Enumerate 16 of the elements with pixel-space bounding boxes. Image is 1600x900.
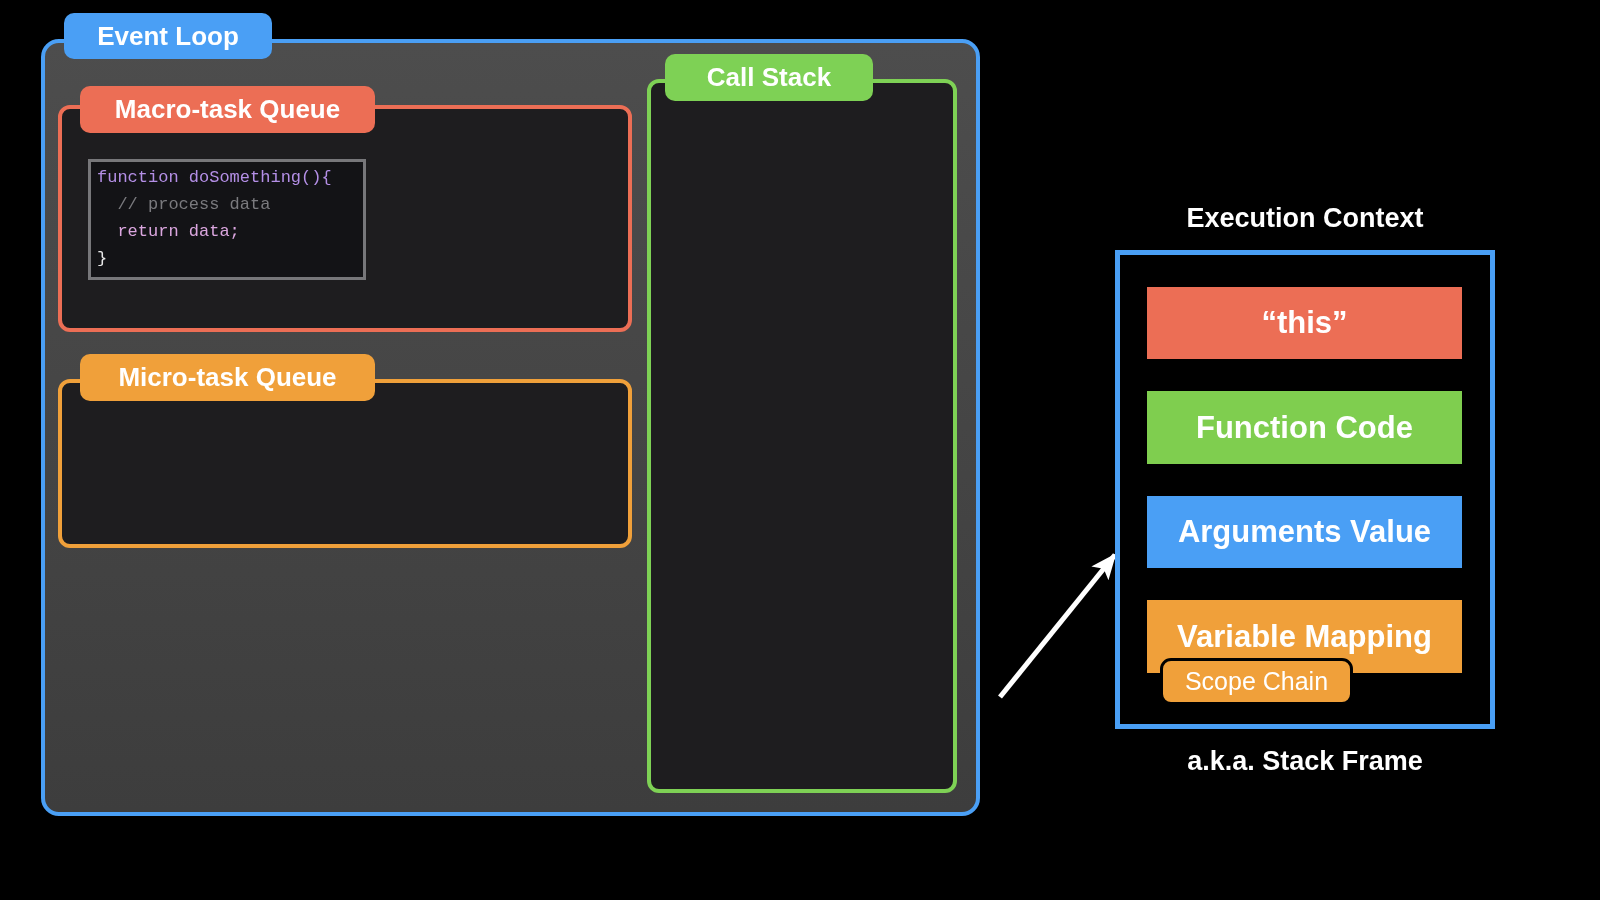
code-block — [88, 159, 366, 280]
arrow — [998, 553, 1117, 699]
code-line: // process data — [117, 194, 271, 216]
title-tab: Call Stack — [665, 54, 873, 101]
component-bar: Function Code — [1147, 391, 1462, 464]
title-tab: Macro-task Queue — [80, 86, 375, 133]
title-tab: Event Loop — [64, 13, 272, 59]
code-line: function doSomething(){ — [97, 167, 332, 189]
component-bar: Arguments Value — [1147, 496, 1462, 568]
title-tab: Micro-task Queue — [80, 354, 375, 401]
component-bar: “this” — [1147, 287, 1462, 359]
heading-text: Execution Context — [1186, 201, 1424, 235]
label-pill: Scope Chain — [1160, 658, 1353, 705]
code-line: } — [97, 248, 108, 270]
caption-text: a.k.a. Stack Frame — [1187, 744, 1423, 778]
code-line: return data; — [117, 221, 240, 243]
